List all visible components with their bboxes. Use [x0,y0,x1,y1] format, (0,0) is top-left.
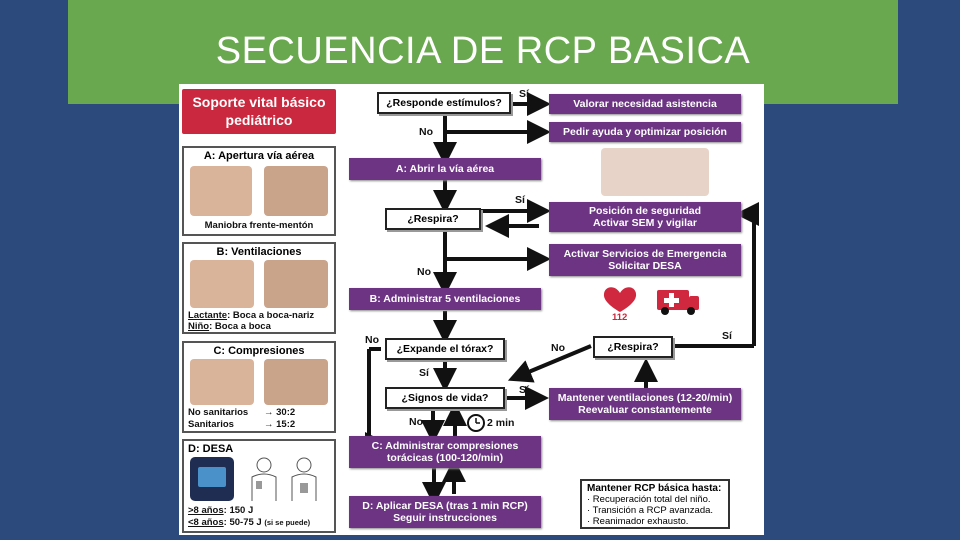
question-expande-torax: ¿Expande el tórax? [385,338,505,360]
algorithm-panel: Soporte vital básico pediátrico A: Apert… [179,84,764,535]
section-b: B: Ventilaciones Lactante: Boca a boca-n… [182,242,336,334]
sanitarios-label: Sanitarios [188,419,234,430]
compresiones-line2: torácicas (100-120/min) [386,452,504,464]
section-d-title: D: DESA [188,443,234,455]
sidebar-header: Soporte vital básico pediátrico [182,89,336,134]
box-mantener-ventilaciones: Mantener ventilaciones (12-20/min) Reeva… [549,388,741,420]
aed-device-icon [190,457,234,501]
section-c-title: C: Compresiones [213,345,305,357]
under8-note: (si se puede) [264,518,311,527]
compression-photo-2 [264,359,328,405]
under8-value: : 50-75 J [223,517,262,528]
sanitarios-ratio: → 15:2 [264,419,296,430]
section-b-title: B: Ventilaciones [216,246,302,258]
section-a-caption: Maniobra frente-mentón [204,220,314,231]
over8-value: : 150 J [223,505,254,516]
desa-line2: Seguir instrucciones [393,512,497,524]
section-d: D: DESA >8 años: 150 J <8 años: 50-75 J … [182,439,336,533]
recovery-position-image [601,148,709,196]
note-box: Mantener RCP básica hasta: · Recuperació… [580,479,730,529]
airway-photo-1 [190,166,252,216]
section-b-line2: Niño: Boca a boca [188,321,271,332]
note-item: · Recuperación total del niño. [587,494,711,505]
under8-label: <8 años [188,517,224,528]
over8-label: >8 años [188,505,224,516]
box-activar-sem: Activar Servicios de Emergencia Solicita… [549,244,741,276]
flow-arrows [365,92,759,506]
nino-label: Niño [188,321,210,332]
box-compresiones: C: Administrar compresiones torácicas (1… [349,436,541,468]
box-valorar: Valorar necesidad asistencia [549,94,741,114]
lactante-text: : Boca a boca-nariz [227,310,315,321]
label-si-respira: Sí [515,194,525,206]
question-responde: ¿Responde estímulos? [377,92,511,114]
desa-line1: D: Aplicar DESA (tras 1 min RCP) [362,500,528,512]
posicion-line2: Activar SEM y vigilar [593,217,697,229]
label-si-expande: Sí [419,367,429,379]
label-no-responde: No [419,126,433,138]
section-a-title: A: Apertura vía aérea [203,150,315,162]
section-d-row1: >8 años: 150 J [188,505,253,516]
compresiones-line1: C: Administrar compresiones [371,440,519,452]
compression-photo-1 [190,359,254,405]
label-no-expande: No [365,334,379,346]
box-abrir-via: A: Abrir la vía aérea [349,158,541,180]
note-title: Mantener RCP básica hasta: [587,483,722,494]
heart-phone-icon [603,287,637,312]
mantener-line1: Mantener ventilaciones (12-20/min) [557,392,733,404]
ventilation-photo-1 [190,260,254,308]
label-no-signos: No [409,416,423,428]
box-aplicar-desa: D: Aplicar DESA (tras 1 min RCP) Seguir … [349,496,541,528]
label-no-respira: No [417,266,431,278]
nino-text: : Boca a boca [209,321,271,332]
activar-line2: Solicitar DESA [608,260,682,272]
box-posicion-seguridad: Posición de seguridad Activar SEM y vigi… [549,202,741,232]
ventilation-photo-2 [264,260,328,308]
section-c: C: Compresiones No sanitarios → 30:2 San… [182,341,336,433]
airway-photo-2 [264,166,328,216]
activar-line1: Activar Servicios de Emergencia [563,248,727,260]
question-signos-vida: ¿Signos de vida? [385,387,505,409]
label-si-respira-2: Sí [722,330,732,342]
section-d-row2: <8 años: 50-75 J (si se puede) [188,517,310,528]
label-si-responde: Sí [519,88,529,100]
question-respira: ¿Respira? [385,208,481,230]
phone-112-label: 112 [612,312,628,323]
box-ventilaciones: B: Administrar 5 ventilaciones [349,288,541,310]
sidebar-header-line2: pediátrico [225,112,293,128]
label-no-respira-2: No [551,342,565,354]
posicion-line1: Posición de seguridad [588,205,702,217]
section-a: A: Apertura vía aérea Maniobra frente-me… [182,146,336,236]
lactante-label: Lactante [188,310,228,321]
mantener-line2: Reevaluar constantemente [578,404,712,416]
label-si-signos: Sí [519,384,529,396]
note-item: · Transición a RCP avanzada. [587,505,714,516]
note-item: · Reanimador exhausto. [587,516,689,527]
label-two-min: 2 min [487,417,515,429]
question-respira-2: ¿Respira? [593,336,673,358]
slide-title: SECUENCIA DE RCP BASICA [215,30,751,72]
section-b-line1: Lactante: Boca a boca-nariz [188,310,314,321]
no-sanitarios-ratio: → 30:2 [264,407,296,418]
no-sanitarios-label: No sanitarios [188,407,249,418]
sidebar-header-line1: Soporte vital básico [192,94,326,110]
aed-pad-placement-icon [251,457,317,501]
box-pedir-ayuda: Pedir ayuda y optimizar posición [549,122,741,142]
